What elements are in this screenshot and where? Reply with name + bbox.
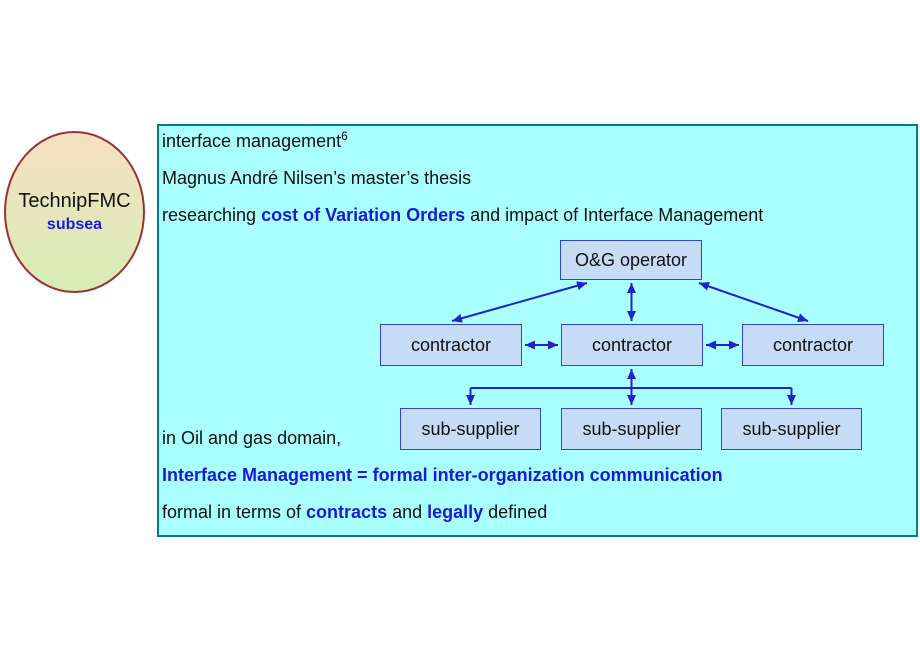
formal-highlight-legally: legally xyxy=(427,502,484,522)
formal-line: formal in terms of contracts and legally… xyxy=(162,502,547,522)
subsupplier-node-middle: sub-supplier xyxy=(561,408,702,450)
subsupplier-node-left: sub-supplier xyxy=(400,408,541,450)
operator-node: O&G operator xyxy=(560,240,702,280)
formal-part1: formal in terms of xyxy=(162,502,307,522)
research-suffix: and impact of Interface Management xyxy=(465,205,764,225)
heading-text: interface management xyxy=(162,131,342,151)
heading-footnote-number: 6 xyxy=(341,129,348,143)
heading-line: interface management6 xyxy=(162,129,348,151)
author-line: Magnus André Nilsen’s master’s thesis xyxy=(162,168,472,188)
formal-part3: defined xyxy=(483,502,548,522)
formal-highlight-contracts: contracts xyxy=(306,502,388,522)
domain-line: in Oil and gas domain, xyxy=(162,428,342,448)
definition-line: Interface Management = formal inter-orga… xyxy=(162,465,723,485)
contractor-node-left: contractor xyxy=(380,324,522,366)
technipfmc-logo: TechnipFMC subsea xyxy=(4,131,145,293)
research-highlight: cost of Variation Orders xyxy=(261,205,466,225)
subsupplier-node-right: sub-supplier xyxy=(721,408,862,450)
research-line: researching cost of Variation Orders and… xyxy=(162,205,763,225)
logo-tagline: subsea xyxy=(46,216,103,233)
formal-part2: and xyxy=(387,502,428,522)
logo-name: TechnipFMC xyxy=(18,190,131,212)
contractor-node-middle: contractor xyxy=(561,324,703,366)
contractor-node-right: contractor xyxy=(742,324,884,366)
research-prefix: researching xyxy=(162,205,262,225)
